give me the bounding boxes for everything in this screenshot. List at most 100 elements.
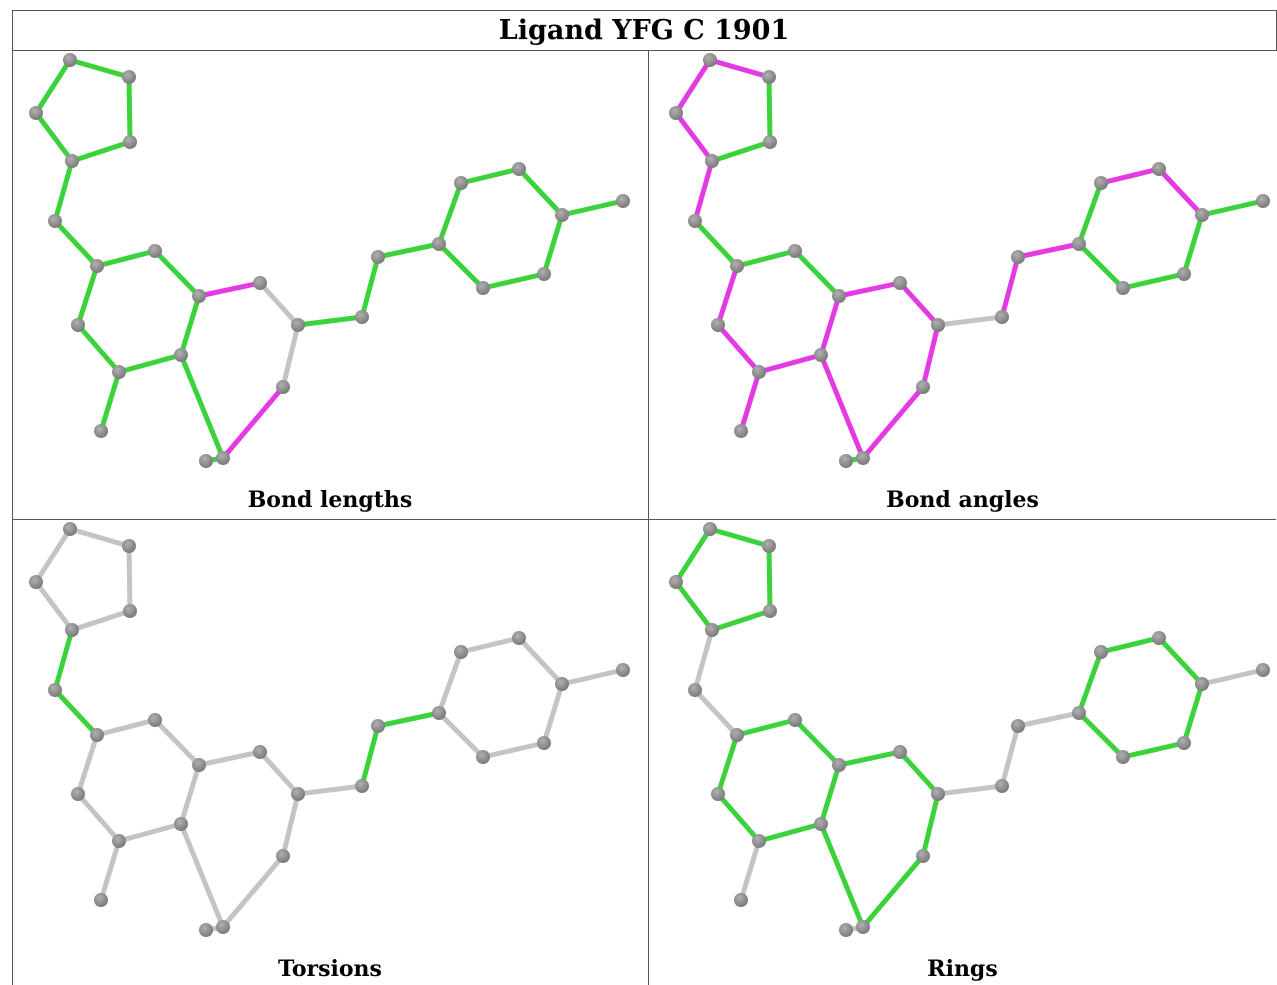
molecule-bond-angles (669, 53, 1270, 468)
atom (1152, 162, 1166, 176)
atom (90, 728, 104, 742)
bonds-torsions (33, 526, 626, 933)
atom (1011, 719, 1025, 733)
atom (355, 310, 369, 324)
atom (788, 244, 802, 258)
bond (1199, 667, 1266, 687)
atom (711, 787, 725, 801)
bond (75, 263, 100, 328)
bond (541, 681, 565, 746)
atom (763, 135, 777, 149)
bond (69, 608, 133, 633)
bond (715, 791, 762, 844)
bond (1120, 740, 1187, 760)
atom (669, 106, 683, 120)
bond (52, 687, 100, 738)
bond (178, 352, 226, 461)
bonds-rings (673, 526, 1266, 933)
bond (999, 254, 1021, 320)
bond (818, 821, 866, 930)
atom (253, 745, 267, 759)
atom (730, 728, 744, 742)
atom (893, 745, 907, 759)
atom (669, 575, 683, 589)
atoms-bond-angles (669, 53, 1270, 468)
bond (75, 732, 100, 797)
atom (705, 154, 719, 168)
caption-rings: Rings (927, 956, 998, 982)
bond (734, 248, 798, 269)
atom (1116, 750, 1130, 764)
bond (738, 838, 762, 903)
atom (762, 70, 776, 84)
atom (112, 365, 126, 379)
atom (1256, 194, 1270, 208)
bond (1076, 710, 1126, 760)
atom (276, 380, 290, 394)
bond (75, 791, 122, 844)
bond (116, 821, 184, 844)
bond (33, 526, 73, 585)
caption-torsions: Torsions (278, 956, 382, 982)
atom (63, 522, 77, 536)
atom (94, 424, 108, 438)
atom (1177, 267, 1191, 281)
bond (709, 139, 773, 164)
bond (1156, 166, 1205, 218)
atom (29, 575, 43, 589)
atom (616, 194, 630, 208)
bond (860, 853, 926, 930)
bond (692, 687, 740, 738)
atom (199, 923, 213, 937)
bond (1181, 681, 1205, 746)
bond (516, 166, 565, 218)
molecule-rings (669, 522, 1270, 937)
atom (752, 365, 766, 379)
bond (673, 57, 713, 116)
bond (673, 110, 715, 164)
bond (715, 263, 740, 328)
atom (512, 631, 526, 645)
figure-title: Ligand YFG C 1901 (498, 14, 790, 46)
bond (178, 293, 202, 358)
atom (537, 736, 551, 750)
bond (1120, 271, 1187, 291)
bond (715, 322, 762, 375)
bond (897, 280, 941, 328)
atom (1195, 677, 1209, 691)
panel-bond-lengths: Bond lengths (12, 51, 648, 519)
bond (715, 732, 740, 797)
atom (763, 604, 777, 618)
molecule-torsions (29, 522, 630, 937)
atom (1152, 631, 1166, 645)
bond (126, 543, 133, 614)
bond (1015, 241, 1082, 260)
bond (436, 241, 486, 291)
bond (152, 248, 202, 299)
bond (516, 635, 565, 687)
atom (123, 604, 137, 618)
bond (792, 717, 842, 768)
atom (276, 849, 290, 863)
atom (253, 276, 267, 290)
bond (1098, 166, 1162, 186)
bond (860, 384, 926, 461)
atom (199, 454, 213, 468)
bond (792, 248, 842, 299)
atom (814, 348, 828, 362)
bond (1098, 635, 1162, 655)
atom (291, 318, 305, 332)
atom (1072, 706, 1086, 720)
atom (1094, 645, 1108, 659)
atoms-rings (669, 522, 1270, 937)
atom (555, 208, 569, 222)
bond (33, 57, 73, 116)
atom (931, 318, 945, 332)
atom (730, 259, 744, 273)
bond (98, 838, 122, 903)
bond (295, 783, 365, 797)
bond (359, 254, 381, 320)
bond (33, 110, 75, 164)
bond (98, 369, 122, 434)
